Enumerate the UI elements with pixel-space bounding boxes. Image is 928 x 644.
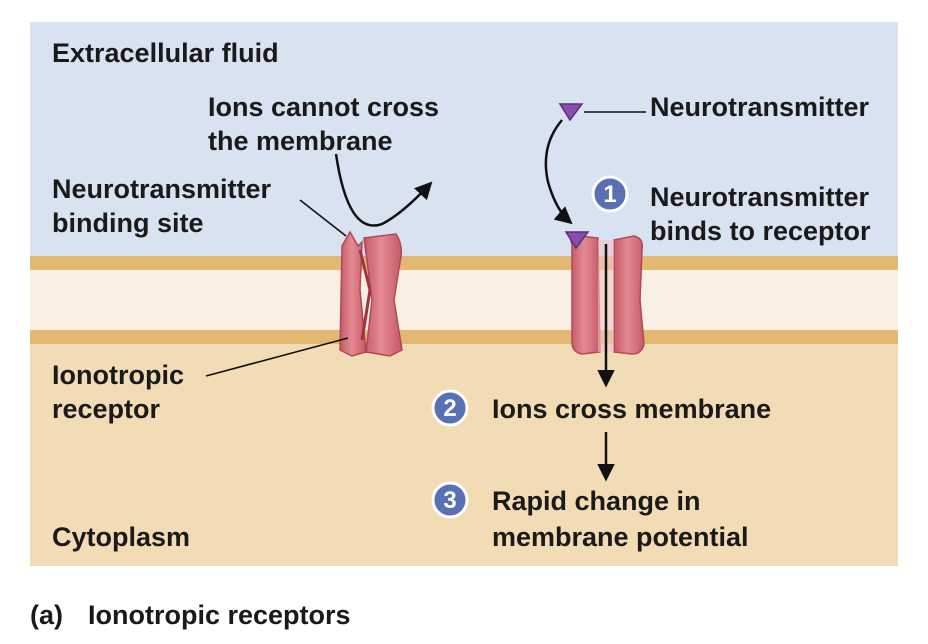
extracellular-label: Extracellular fluid [52,38,279,68]
ionotropic-receptor-label-line2: receptor [52,394,161,424]
ions-cannot-cross-arrow [334,153,433,227]
step-3-text-line1: Rapid change in [492,486,701,516]
step-2: 2 Ions cross membrane [431,389,771,427]
ionotropic-receptor-label-line1: Ionotropic [52,360,184,390]
step-1-text-line1: Neurotransmitter [650,182,870,212]
ions-cannot-cross-label-line1: Ions cannot cross [208,92,439,122]
cell-membrane [30,256,898,344]
step-3-text-line2: membrane potential [492,522,749,552]
open-ion-channel [570,235,645,355]
step-1-badge [591,175,629,213]
ions-cannot-cross-label-line2: the membrane [208,126,393,156]
neurotransmitter-label: Neurotransmitter [650,92,870,122]
step-3: 3 Rapid change in membrane potential [431,481,749,552]
cytoplasm-label: Cytoplasm [52,522,190,552]
neurotransmitter-molecule-bound [564,231,590,250]
step-3-badge [431,481,469,519]
binding-site-label-line1: Neurotransmitter [52,174,272,204]
step-1: 1 Neurotransmitter binds to receptor [591,175,871,246]
step-1-text-line2: binds to receptor [650,216,871,246]
binding-site-leader-line [299,199,347,237]
step-3-number: 3 [443,487,456,514]
step-1-number: 1 [603,181,616,208]
caption-title: Ionotropic receptors [88,600,351,630]
step-2-text-line1: Ions cross membrane [492,394,771,424]
step-2-number: 2 [443,395,456,422]
cytoplasm-region [30,340,898,566]
neurotransmitter-molecule-free [558,103,584,122]
closed-ion-channel [339,230,403,357]
binding-site-label-line2: binding site [52,208,204,238]
receptor-leader-line [205,337,349,377]
step-2-badge [431,389,469,427]
neurotransmitter-path-arrow [544,119,573,225]
extracellular-region [30,22,898,260]
caption-tag: (a) [30,600,63,630]
